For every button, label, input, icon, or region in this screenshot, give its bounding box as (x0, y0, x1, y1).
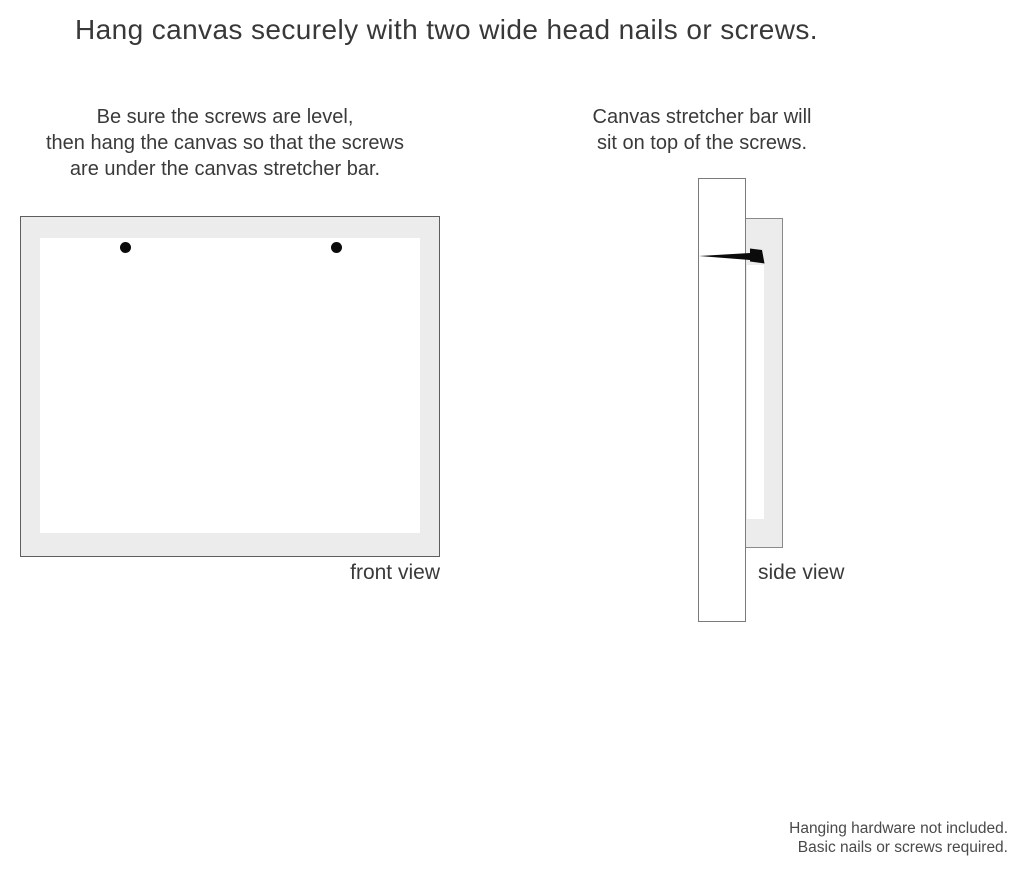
screw-head-left-icon (120, 242, 131, 253)
side-view-label: side view (758, 561, 845, 584)
nail-icon (699, 248, 765, 264)
canvas-front-view (20, 216, 440, 557)
instruction-left-line-1: Be sure the screws are level, (96, 106, 354, 128)
instruction-right-line-2: sit on top of the screws. (596, 132, 808, 154)
wall-bar (698, 178, 746, 622)
front-view-label: front view (350, 561, 440, 584)
canvas-front-face (40, 238, 420, 533)
hardware-footnote: Hanging hardware not included. Basic nai… (608, 819, 1008, 857)
instruction-right-line-1: Canvas stretcher bar will (592, 106, 812, 128)
instruction-left-line-3: are under the canvas stretcher bar. (69, 158, 381, 180)
instruction-right: Canvas stretcher bar will sit on top of … (552, 104, 852, 156)
footnote-line-1: Hanging hardware not included. (789, 820, 1008, 837)
canvas-side-face (747, 265, 764, 519)
instruction-left-line-2: then hang the canvas so that the screws (46, 132, 404, 154)
screw-head-right-icon (331, 242, 342, 253)
instruction-left: Be sure the screws are level, then hang … (25, 104, 425, 182)
page-title: Hang canvas securely with two wide head … (75, 14, 818, 45)
footnote-line-2: Basic nails or screws required. (797, 839, 1008, 856)
canvas-side-view (745, 218, 783, 548)
